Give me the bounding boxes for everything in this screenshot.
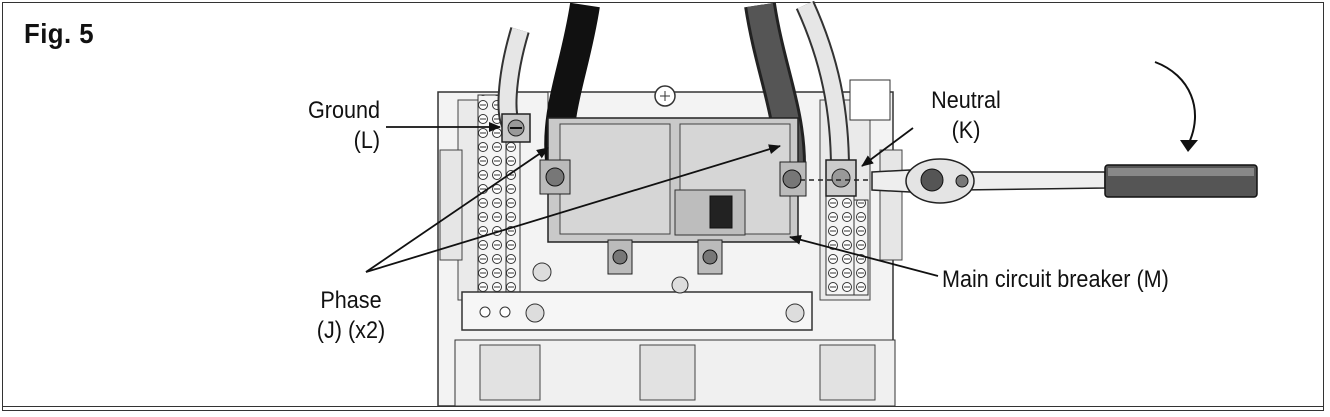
main-breaker-leader (789, 234, 939, 277)
leader-lines (365, 122, 939, 277)
phase-label-code: (J) (x2) (316, 317, 386, 344)
lower-bus-bracket (454, 85, 896, 407)
phase-label-name: Phase (320, 287, 382, 314)
neutral-lug (825, 159, 857, 197)
phase-leader-left (365, 147, 549, 273)
neutral-label-code: (K) (951, 117, 981, 144)
main-circuit-breaker (539, 117, 807, 275)
main-breaker-label: Main circuit breaker (M) (942, 266, 1169, 293)
rotation-arrow-icon (1154, 61, 1198, 152)
ground-label-name: Ground (307, 97, 380, 124)
torque-wrench-icon (800, 158, 1258, 204)
bottom-rule (2, 406, 1324, 407)
phase-leader-right (365, 144, 781, 273)
neutral-label-name: Neutral (931, 87, 1001, 114)
neutral-leader (861, 127, 914, 167)
figure-title: Fig. 5 (24, 18, 95, 49)
ground-label-code: (L) (353, 127, 380, 154)
ground-label: Ground (L) (308, 96, 380, 156)
neutral-label: Neutral (K) (921, 86, 1011, 146)
ground-lug (501, 113, 531, 143)
phase-label: Phase (J) (x2) (302, 286, 401, 346)
